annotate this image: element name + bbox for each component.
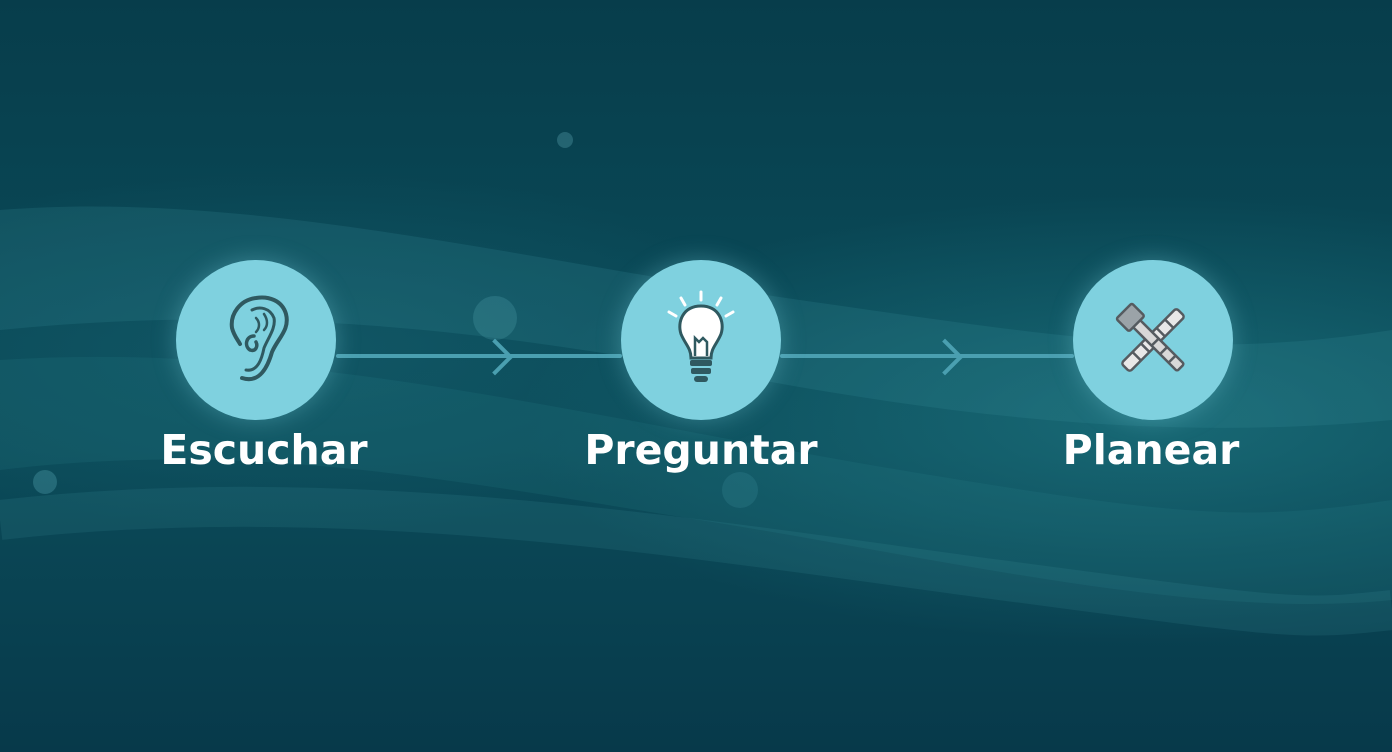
step-escuchar-circle — [176, 260, 336, 420]
arrow-head-1 — [476, 338, 514, 376]
lightbulb-icon — [661, 290, 741, 390]
arrow-head-2 — [926, 338, 964, 376]
step-label-planear: Planear — [1062, 426, 1240, 474]
step-label-preguntar: Preguntar — [584, 426, 818, 474]
step-label-escuchar: Escuchar — [160, 426, 368, 474]
connector-line-1 — [336, 354, 622, 358]
connector-line-2 — [780, 354, 1074, 358]
crossed-tools-icon — [1110, 297, 1196, 383]
step-preguntar-circle — [621, 260, 781, 420]
step-planear-circle — [1073, 260, 1233, 420]
ear-icon — [216, 292, 296, 388]
